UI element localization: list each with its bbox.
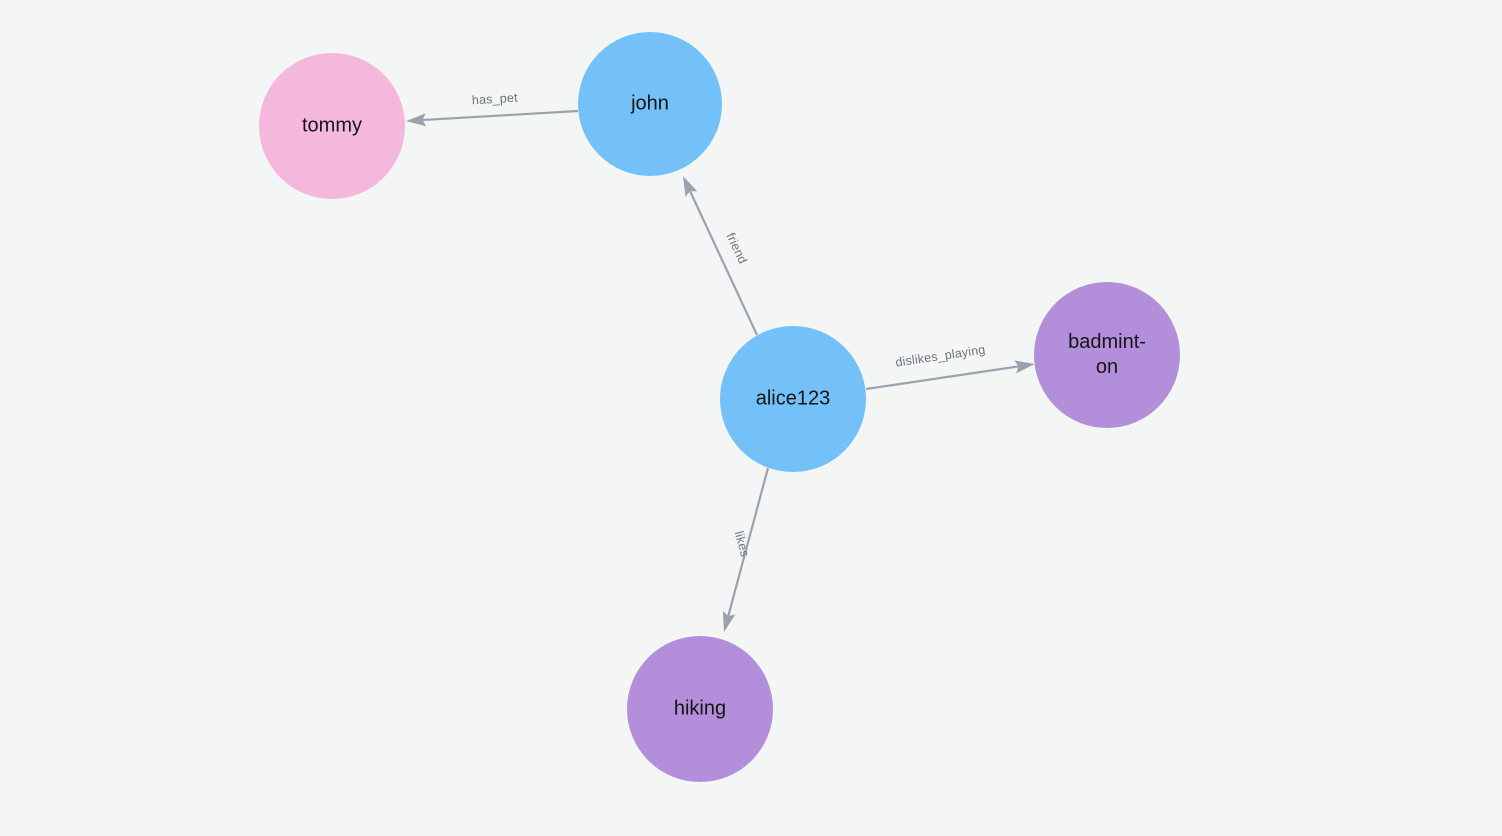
edge-label: dislikes_playing (895, 342, 987, 369)
node-circle[interactable] (259, 53, 405, 199)
edge-arrowhead (722, 610, 736, 632)
edge-arrowhead (406, 113, 427, 127)
graph-node-john[interactable]: john (578, 32, 722, 176)
graph-edge[interactable]: dislikes_playing (865, 342, 1035, 391)
node-circle[interactable] (1034, 282, 1180, 428)
graph-node-alice123[interactable]: alice123 (720, 326, 866, 472)
edge-label: likes (732, 530, 752, 559)
node-circle[interactable] (578, 32, 722, 176)
graph-edge[interactable]: friend (683, 176, 758, 336)
graph-edge[interactable]: has_pet (406, 91, 579, 127)
node-circle[interactable] (720, 326, 866, 472)
edge-label: friend (723, 231, 749, 266)
edge-line (727, 467, 770, 617)
edge-line (688, 190, 758, 336)
edge-label: has_pet (471, 91, 518, 108)
graph-node-tommy[interactable]: tommy (259, 53, 405, 199)
edge-line (865, 365, 1020, 391)
edge-arrowhead (683, 176, 698, 197)
nodes-layer: tommy john alice123 badmint-on hiking (259, 32, 1180, 782)
node-circle[interactable] (627, 636, 773, 782)
edge-arrowhead (1014, 360, 1035, 374)
graph-edge[interactable]: likes (722, 467, 770, 632)
edge-line (421, 109, 579, 122)
graph-node-hiking[interactable]: hiking (627, 636, 773, 782)
graph-node-badminton[interactable]: badmint-on (1034, 282, 1180, 428)
